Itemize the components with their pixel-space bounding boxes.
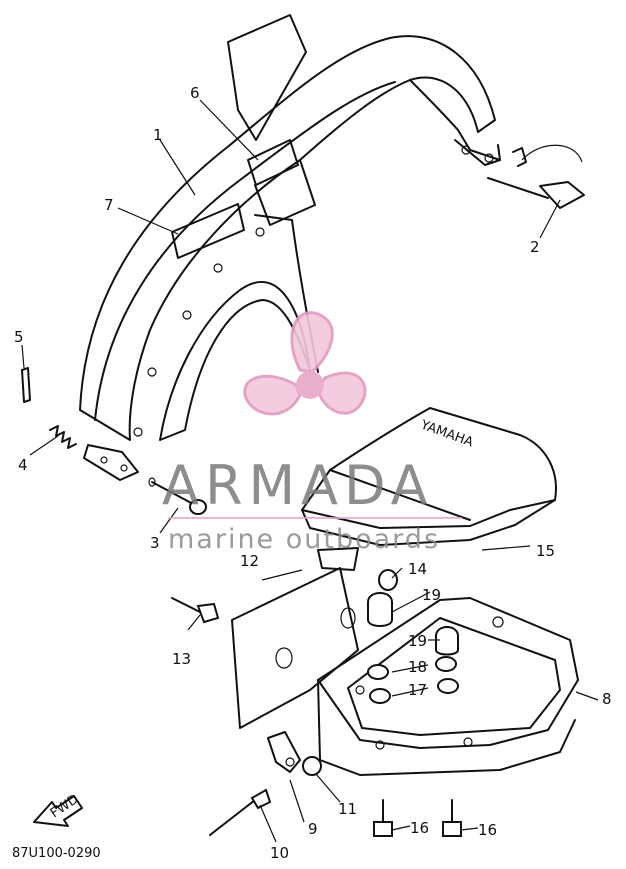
callout-16a: 16 (410, 819, 429, 837)
callout-19b: 19 (408, 632, 427, 650)
part-12-plate (231, 567, 359, 729)
cover-decal-text: YAMAHA (418, 417, 475, 450)
part-16-bolts (373, 799, 462, 837)
callout-8: 8 (602, 690, 612, 708)
leader-lines (21, 99, 599, 843)
part-15-battery-cover (301, 407, 557, 571)
part-9-10-11-fittings (209, 731, 322, 836)
part-code: 87U100-0290 (12, 846, 101, 861)
hardware-washers-nuts (367, 569, 459, 704)
part-3-bolt (148, 477, 207, 515)
callout-4: 4 (18, 456, 28, 474)
part-5-cotter-pin (21, 367, 31, 403)
callout-7: 7 (104, 196, 114, 214)
callout-18: 18 (408, 658, 427, 676)
callout-labels: 1 2 3 4 5 6 7 8 9 10 11 12 13 14 15 16 1… (14, 84, 612, 862)
callout-11: 11 (338, 800, 357, 818)
callout-1: 1 (153, 126, 163, 144)
callout-6: 6 (190, 84, 200, 102)
callout-2: 2 (530, 238, 540, 256)
part-13-screw (171, 597, 220, 624)
callout-3: 3 (150, 534, 160, 552)
watermark-tagline: marine outboards (168, 524, 440, 555)
callout-19a: 19 (422, 586, 441, 604)
callout-13: 13 (172, 650, 191, 668)
callout-17: 17 (408, 681, 427, 699)
callout-14: 14 (408, 560, 427, 578)
part-8-battery-box (317, 597, 579, 776)
callout-16b: 16 (478, 821, 497, 839)
part-2-pin-clip (487, 144, 585, 209)
fwd-label: FWD (48, 792, 82, 821)
callout-15: 15 (536, 542, 555, 560)
propeller-logo-icon (243, 311, 367, 416)
callout-10: 10 (270, 844, 289, 862)
part-4-spring (49, 425, 77, 449)
watermark-brand: ARMADA (162, 454, 434, 517)
callout-9: 9 (308, 820, 318, 838)
callout-5: 5 (14, 328, 24, 346)
callout-12: 12 (240, 552, 259, 570)
armada-watermark: ARMADA marine outboards (162, 311, 462, 555)
fwd-arrow: FWD (33, 792, 83, 827)
